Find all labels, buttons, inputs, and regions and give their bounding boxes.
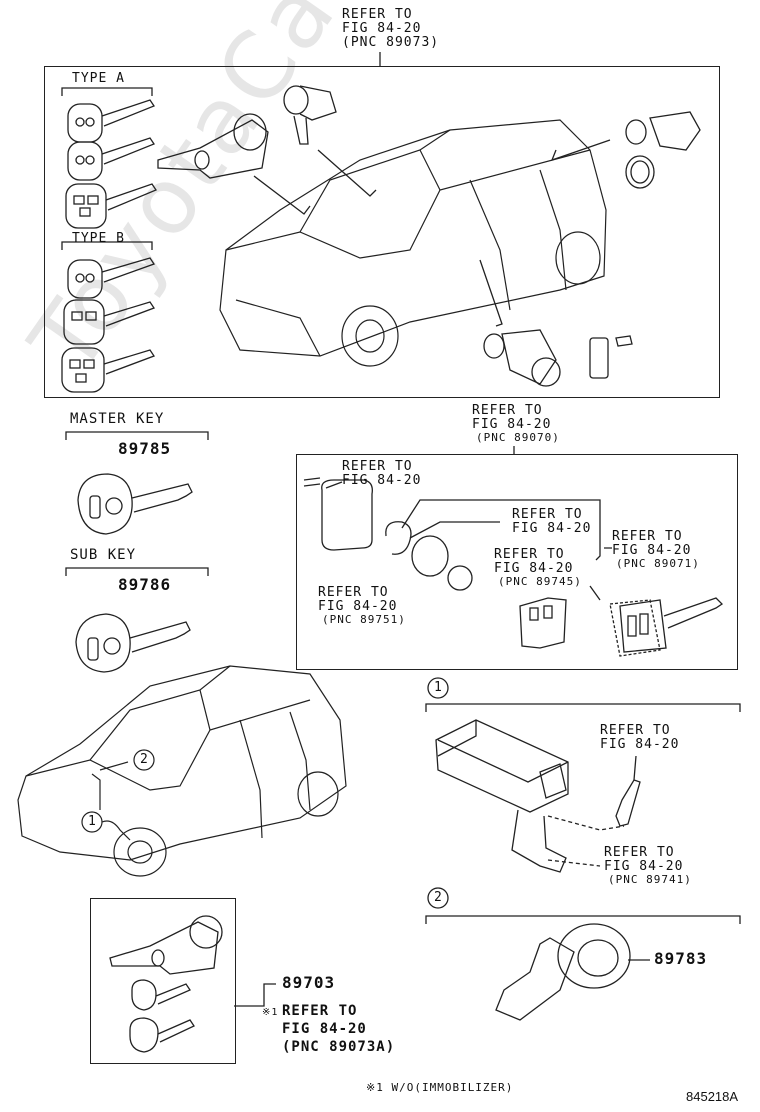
type-a-key-2 [67, 137, 155, 181]
mid-ref-line-3: (PNC 89070) [476, 431, 560, 444]
ref-b-line-1: REFER TO [512, 507, 583, 522]
sub-key-pnc[interactable]: 89786 [118, 575, 172, 594]
sub-key-label: SUB KEY [70, 547, 137, 563]
type-a-label: TYPE A [72, 71, 125, 86]
car-outline-top [219, 119, 607, 367]
ref-d-line-1: REFER TO [612, 529, 683, 544]
ref-b-line-2: FIG 84-20 [512, 521, 592, 536]
ignition-set [109, 915, 223, 1053]
ref-c-line-1: REFER TO [494, 547, 565, 562]
ref-c-line-3: (PNC 89745) [498, 575, 582, 588]
car-outline-bottom [17, 665, 347, 877]
sub-key-drawing [75, 613, 191, 673]
figure-id: 845218A [686, 1089, 739, 1104]
ref-f-line-2: FIG 84-20 [600, 737, 680, 752]
type-a-key-3 [65, 183, 157, 229]
ref-f-line-1: REFER TO [600, 723, 671, 738]
door-lock-cylinder-top [283, 85, 337, 145]
type-b-key-3 [61, 347, 155, 393]
type-b-key-1 [67, 257, 156, 299]
part-89703[interactable]: 89703 [282, 973, 336, 992]
back-door-lock [625, 111, 701, 189]
master-key-pnc[interactable]: 89785 [118, 439, 172, 458]
top-ref-line-2: FIG 84-20 [342, 21, 422, 36]
car-callout-2: 2 [140, 752, 149, 767]
ref-g-line-3: (PNC 89741) [608, 873, 692, 886]
footnote: ※1 W/O(IMMOBILIZER) [366, 1081, 514, 1094]
ref-d-line-3: (PNC 89071) [616, 557, 700, 570]
ignition-cylinder [157, 113, 269, 179]
door-lock-cylinder-bottom [483, 329, 633, 387]
ref-h-line-3: (PNC 89073A) [282, 1039, 396, 1055]
ref-g-line-2: FIG 84-20 [604, 859, 684, 874]
immobilizer-ecu [435, 719, 625, 873]
transmitter-box [296, 454, 738, 670]
ref-e-line-2: FIG 84-20 [318, 599, 398, 614]
master-key-label: MASTER KEY [70, 411, 165, 427]
type-b-key-2 [63, 299, 155, 345]
callout-2-label: 2 [434, 890, 443, 905]
transmitter-parts [303, 477, 724, 657]
top-ref-line-3: (PNC 89073) [342, 35, 440, 50]
type-b-label: TYPE B [72, 231, 125, 246]
ref-g-line-1: REFER TO [604, 845, 675, 860]
callout-1-label: 1 [434, 680, 443, 695]
top-assembly-box [44, 66, 720, 398]
top-ref-line-1: REFER TO [342, 7, 413, 22]
ref-h-line-2: FIG 84-20 [282, 1021, 367, 1037]
ref-d-line-2: FIG 84-20 [612, 543, 692, 558]
transponder-key-amplifier [495, 923, 650, 1021]
mid-ref-line-1: REFER TO [472, 403, 543, 418]
ref-e-line-3: (PNC 89751) [322, 613, 406, 626]
ref-a-line-1: REFER TO [342, 459, 413, 474]
ignition-set-box [90, 898, 236, 1064]
ref-e-line-1: REFER TO [318, 585, 389, 600]
master-key-drawing [77, 473, 193, 535]
ref-h-mark: ※1 [262, 1007, 279, 1018]
ref-h-line-1: REFER TO [282, 1003, 358, 1019]
ref-c-line-2: FIG 84-20 [494, 561, 574, 576]
immobilizer-bolt [615, 755, 641, 827]
mid-ref-line-2: FIG 84-20 [472, 417, 552, 432]
car-callout-1: 1 [88, 814, 97, 829]
part-89783[interactable]: 89783 [654, 949, 708, 968]
ref-a-line-2: FIG 84-20 [342, 473, 422, 488]
